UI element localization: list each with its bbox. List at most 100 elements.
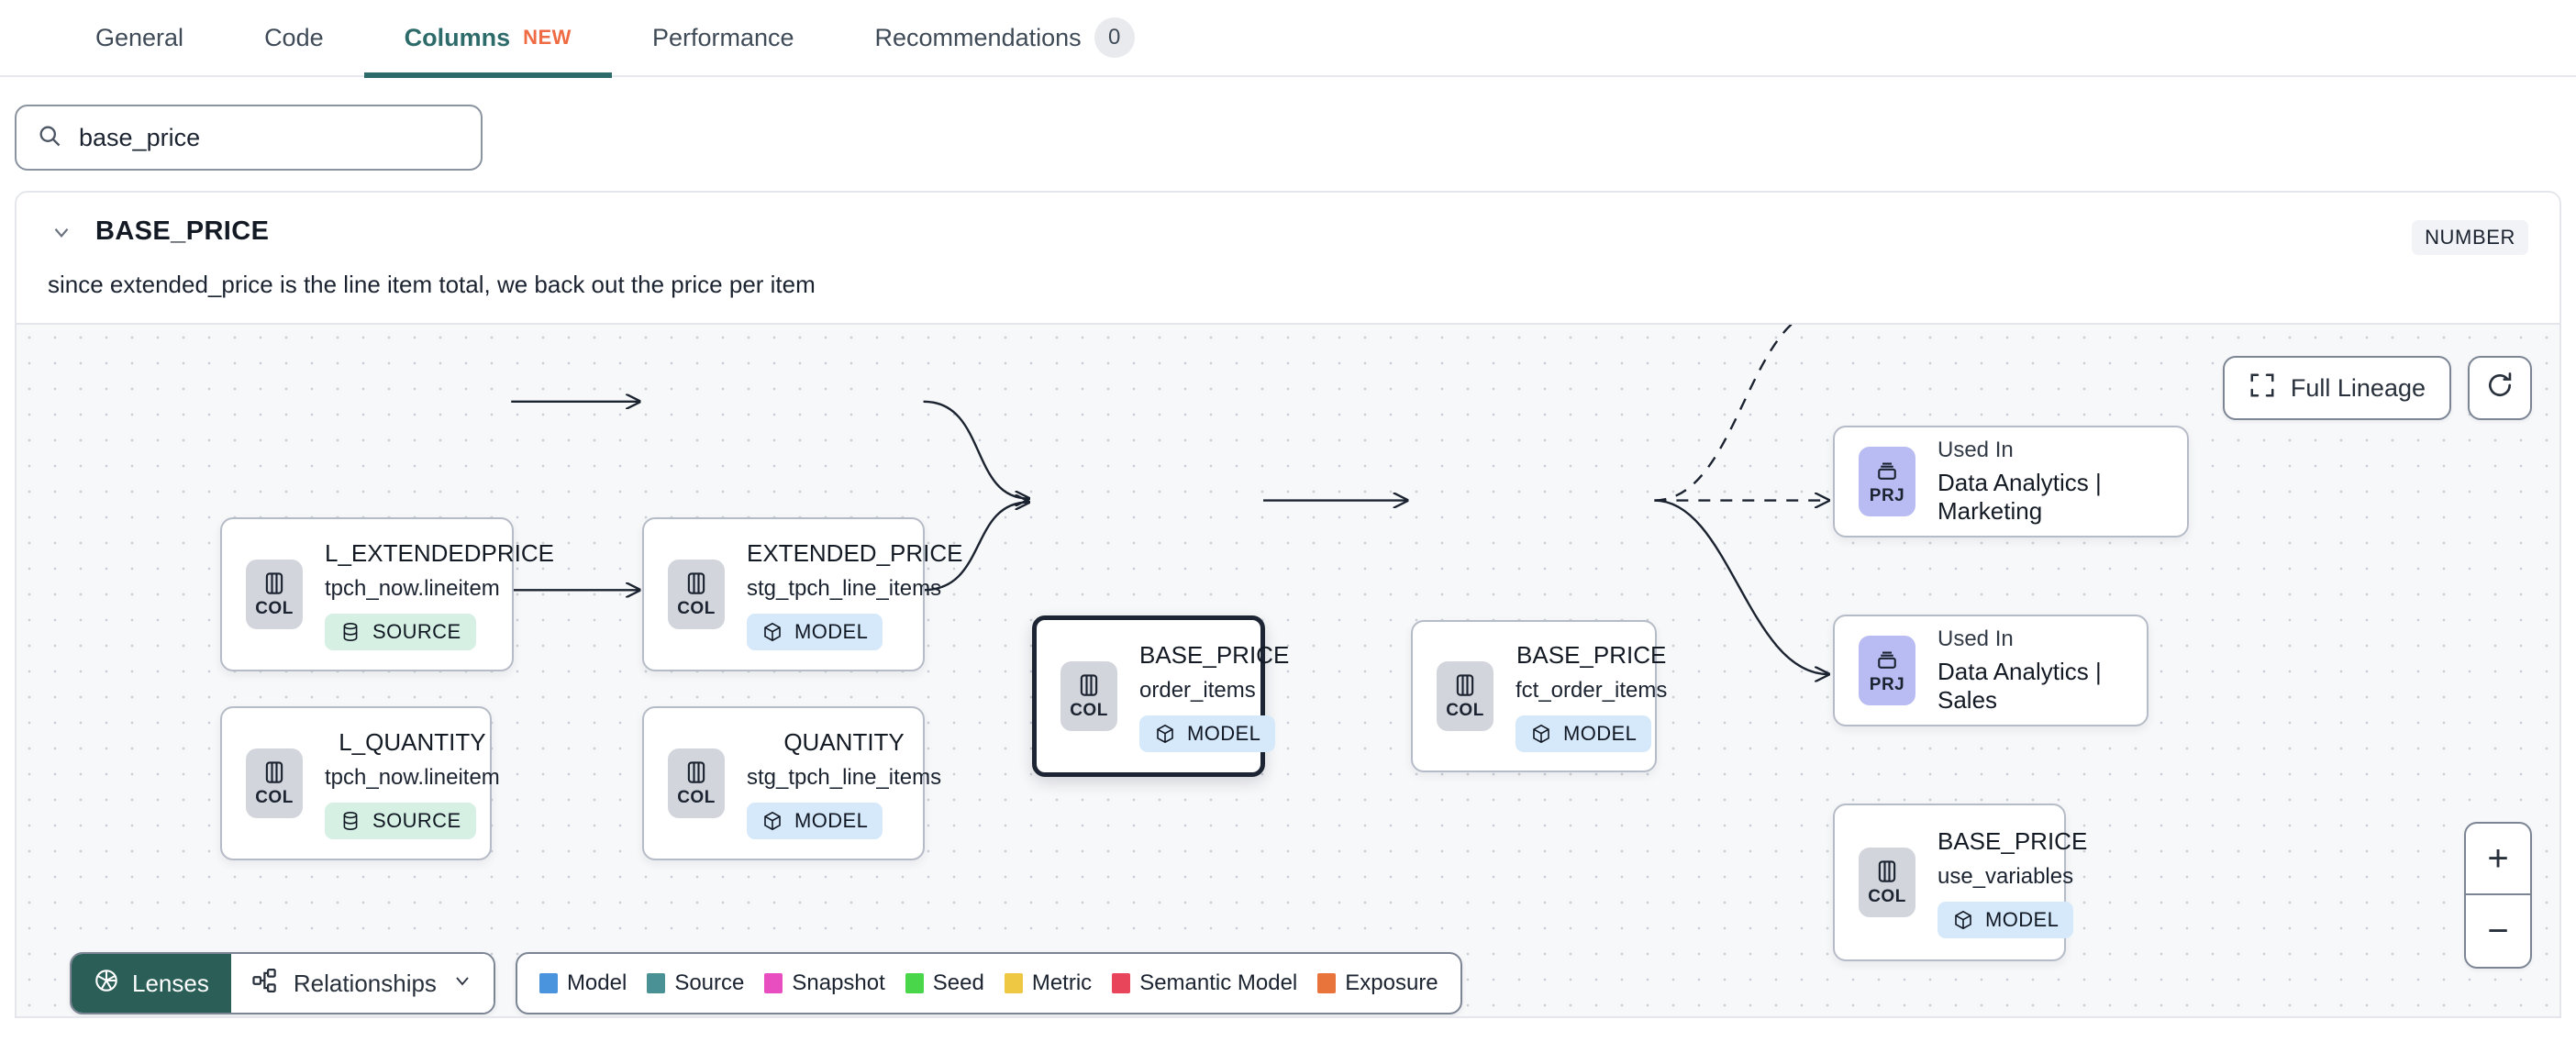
legend-item: Seed: [905, 970, 984, 996]
legend-item: Source: [647, 970, 744, 996]
node-type-pill-label: MODEL: [1985, 907, 2060, 931]
node-kind-label: PRJ: [1869, 486, 1905, 505]
legend-swatch: [764, 973, 783, 993]
legend-item: Semantic Model: [1112, 970, 1297, 996]
node-title: Used In: [1938, 626, 2014, 651]
node-subtitle: tpch_now.lineitem: [325, 575, 500, 601]
search-input[interactable]: [79, 123, 461, 152]
legend-label: Metric: [1031, 970, 1093, 995]
node-kind-label: PRJ: [1869, 675, 1905, 694]
node-body: Used In Data Analytics | Sales: [1915, 626, 2147, 715]
chevron-down-icon[interactable]: [48, 218, 75, 246]
tab-new-badge: NEW: [523, 26, 572, 49]
node-type-pill-label: MODEL: [794, 808, 869, 832]
node-kind-label: COL: [255, 599, 294, 618]
tab-code[interactable]: Code: [224, 0, 364, 76]
zoom-out-button[interactable]: −: [2487, 910, 2509, 951]
node-type-pill: MODEL: [1516, 715, 1652, 752]
tab-columns[interactable]: Columns NEW: [363, 0, 613, 78]
legend-swatch: [1317, 973, 1337, 993]
column-icon: COL: [1060, 661, 1117, 731]
tab-label: General: [95, 23, 184, 51]
canvas-bottom-toolbar: Lenses Relationships: [70, 952, 1462, 1014]
node-kind-label: COL: [255, 788, 294, 807]
node-title: EXTENDED_PRICE: [747, 538, 963, 567]
node-title: QUANTITY: [783, 727, 905, 756]
refresh-button[interactable]: [2468, 356, 2532, 420]
aperture-icon: [94, 968, 119, 1000]
lenses-label: Lenses: [132, 969, 209, 997]
page-title: BASE_PRICE: [95, 216, 270, 246]
legend-label: Model: [566, 970, 627, 995]
node-type-pill: MODEL: [1139, 715, 1276, 752]
node-type-pill: SOURCE: [325, 613, 476, 650]
zoom-in-button[interactable]: +: [2466, 824, 2530, 895]
legend-swatch: [905, 973, 924, 993]
lenses-segment: Lenses Relationships: [70, 952, 495, 1014]
full-lineage-button[interactable]: Full Lineage: [2222, 356, 2451, 420]
node-subtitle: use_variables: [1938, 863, 2074, 889]
expand-icon: [2248, 371, 2276, 405]
database-icon: [339, 810, 361, 832]
cube-icon: [1154, 723, 1176, 745]
tab-bar: General Code Columns NEW Performance Recommen…: [0, 0, 2576, 78]
relationships-icon: [251, 967, 279, 1001]
column-header: BASE_PRICE NUMBER since extended_price i…: [17, 193, 2559, 323]
node-kind-label: COL: [1070, 701, 1108, 720]
lineage-node-prj_sales[interactable]: PRJ Used In Data Analytics | Sales: [1833, 615, 2149, 726]
search-icon: [37, 123, 62, 153]
node-kind-label: COL: [677, 788, 716, 807]
legend-item: Model: [539, 970, 627, 996]
relationships-button[interactable]: Relationships: [230, 954, 494, 1013]
relationships-label: Relationships: [293, 969, 437, 997]
node-subtitle: stg_tpch_line_items: [747, 764, 942, 790]
node-title: BASE_PRICE: [1516, 640, 1667, 669]
lenses-button[interactable]: Lenses: [72, 954, 231, 1013]
cube-icon: [1530, 723, 1552, 745]
tab-performance[interactable]: Performance: [612, 0, 835, 76]
tab-general[interactable]: General: [55, 0, 224, 76]
column-icon: COL: [668, 560, 725, 629]
zoom-controls: + −: [2464, 822, 2532, 969]
cube-icon: [1952, 909, 1974, 931]
column-panel: BASE_PRICE NUMBER since extended_price i…: [15, 191, 2561, 1018]
tab-label: Columns: [404, 23, 511, 51]
node-subtitle: Data Analytics | Marketing: [1938, 469, 2102, 525]
tab-count-badge: 0: [1094, 17, 1135, 58]
node-kind-label: COL: [1868, 887, 1906, 906]
node-type-pill-label: MODEL: [794, 619, 869, 643]
node-type-pill: MODEL: [747, 613, 883, 650]
cube-icon: [761, 810, 783, 832]
node-type-pill: MODEL: [1938, 901, 2074, 938]
node-subtitle: tpch_now.lineitem: [325, 764, 500, 790]
legend-label: Exposure: [1345, 970, 1438, 995]
node-type-pill-label: SOURCE: [372, 619, 461, 643]
project-icon: PRJ: [1859, 447, 1915, 516]
database-icon: [339, 621, 361, 643]
node-subtitle: Data Analytics | Sales: [1938, 658, 2102, 714]
node-kind-label: COL: [1446, 701, 1484, 720]
node-type-pill: SOURCE: [325, 802, 476, 839]
column-icon: COL: [246, 748, 303, 818]
tab-label: Performance: [651, 23, 794, 51]
node-subtitle: order_items: [1139, 677, 1256, 703]
legend-label: Source: [674, 970, 745, 995]
node-title: BASE_PRICE: [1139, 640, 1290, 669]
column-icon: COL: [1859, 848, 1915, 917]
search-box[interactable]: [15, 105, 483, 171]
